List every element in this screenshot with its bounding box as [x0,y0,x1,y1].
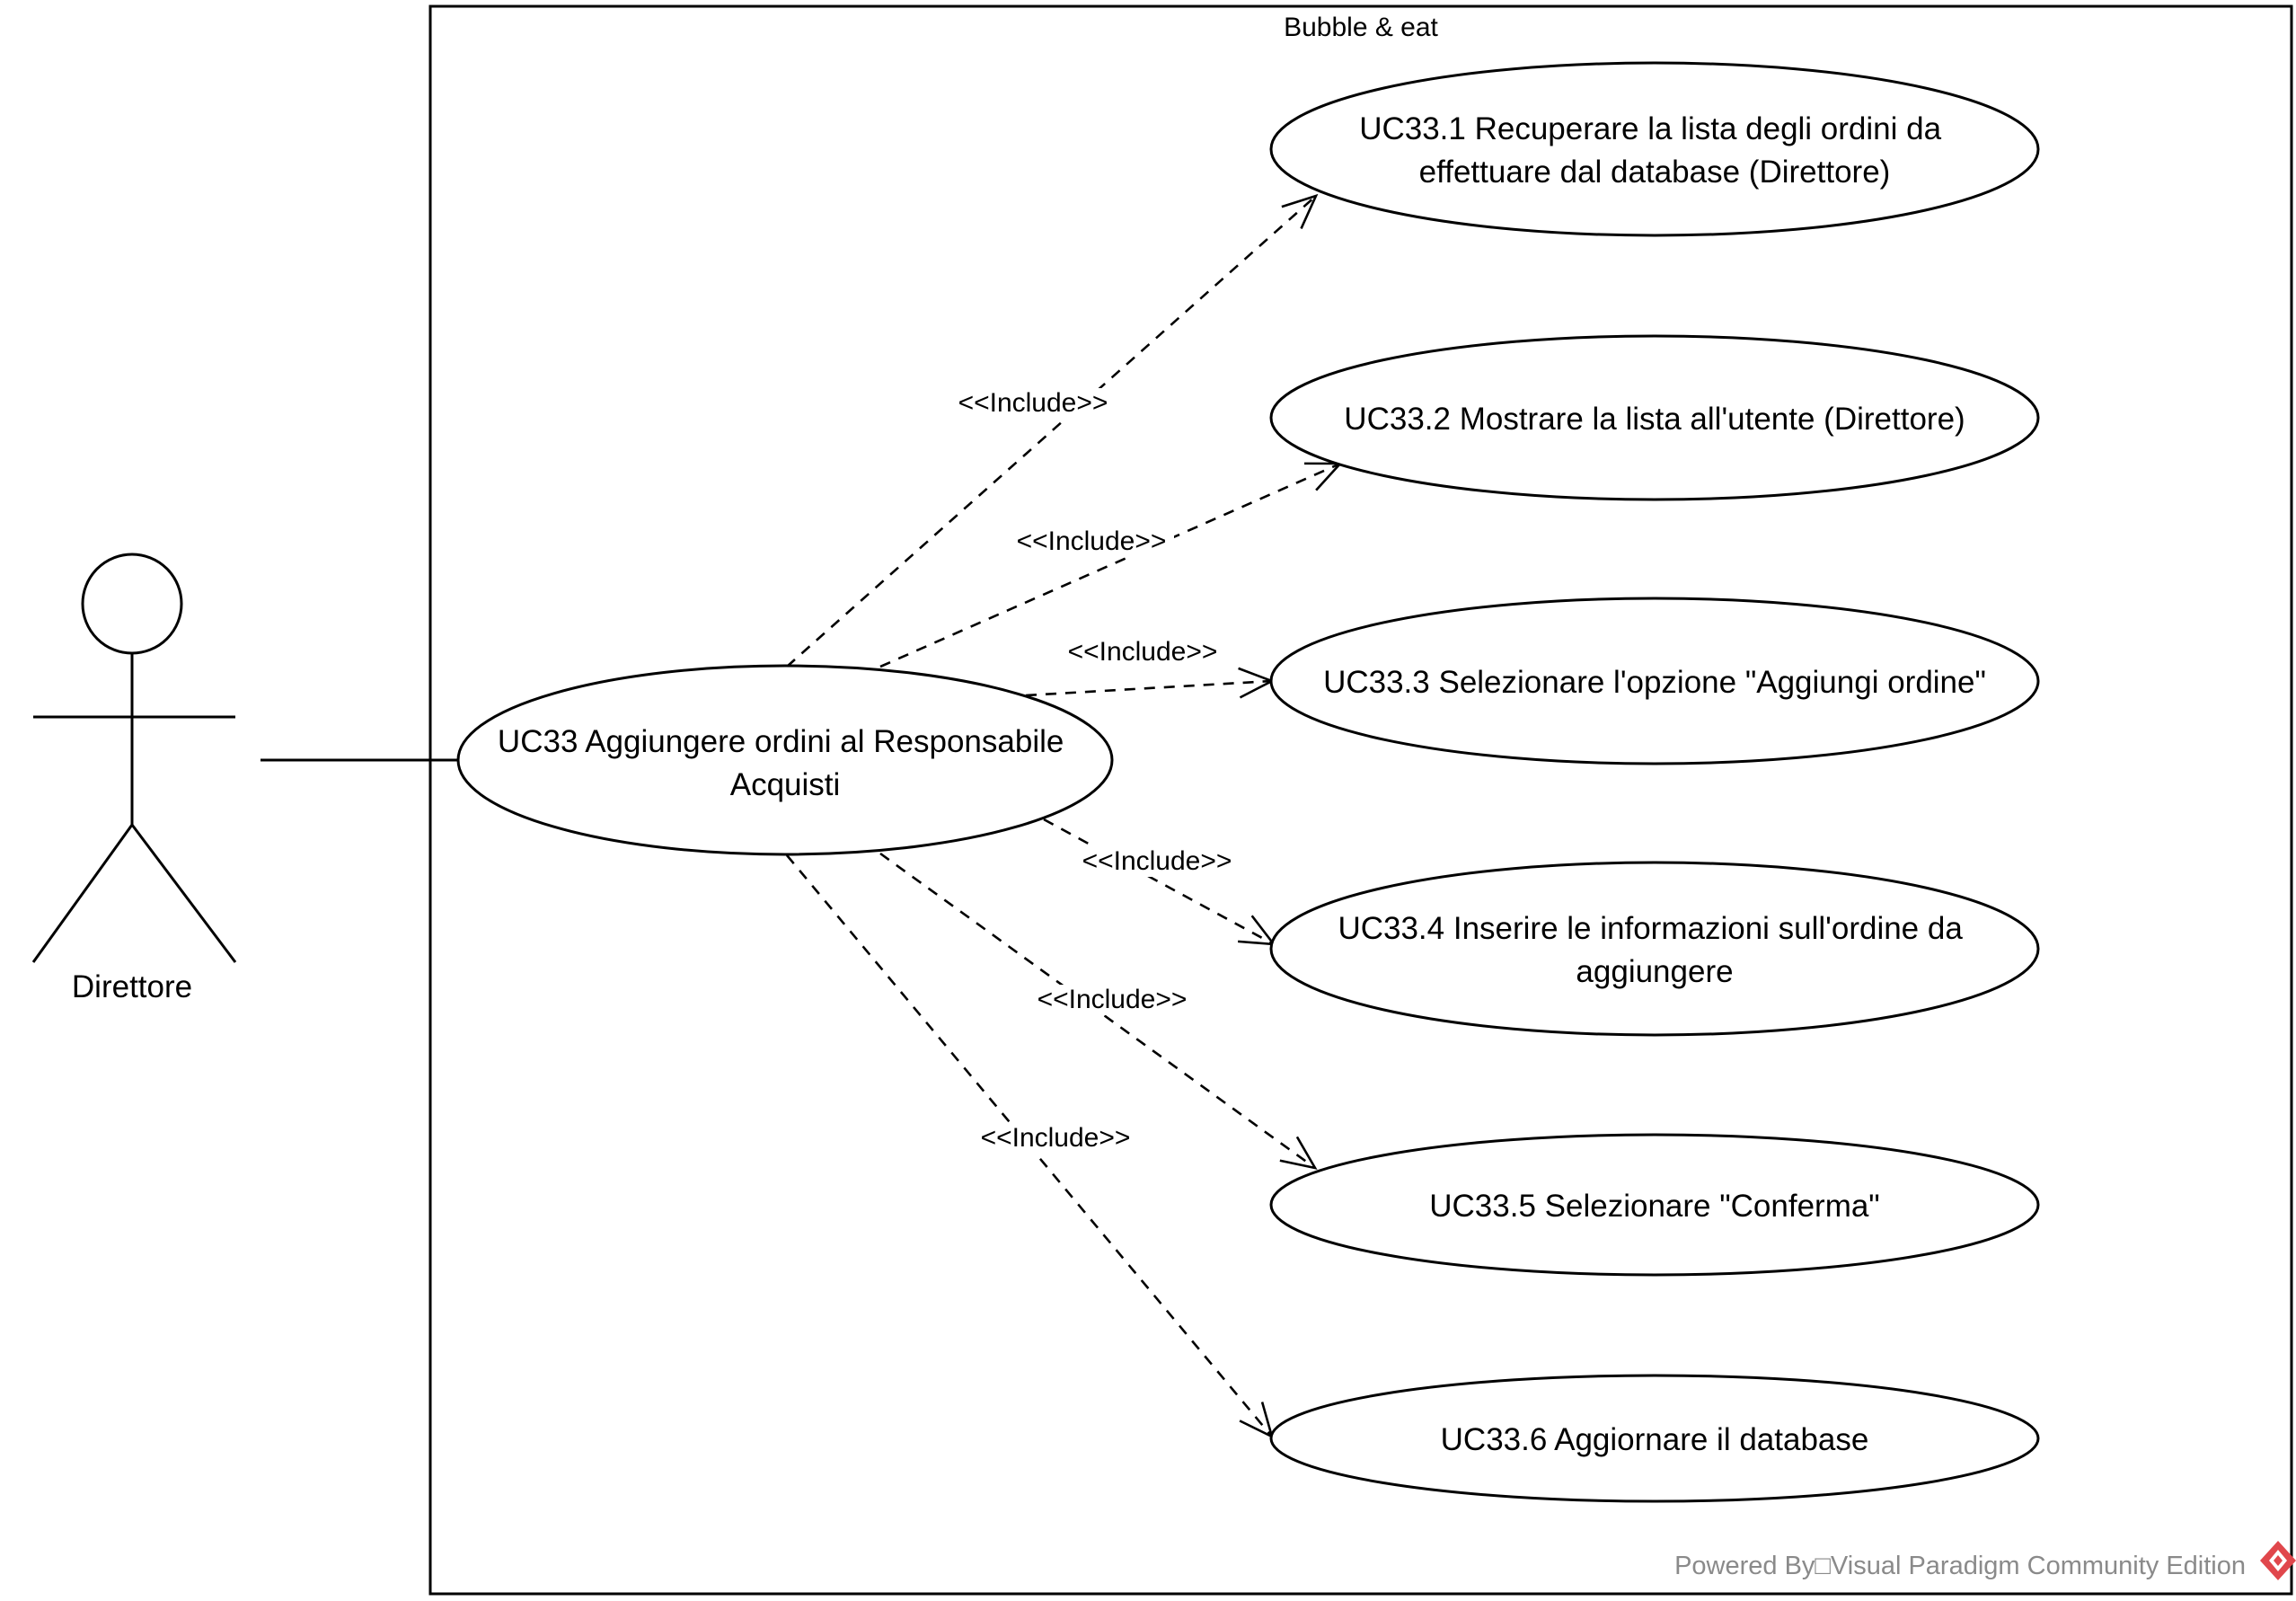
actor-name: Direttore [72,969,192,1004]
use-case-uc33-label: UC33 Aggiungere ordini al Responsabile A… [498,724,1073,802]
include-label-uc33-5: <<Include>> [1038,985,1188,1014]
use-case-uc33-1-line-2: effettuare dal database (Direttore) [1419,155,1891,190]
include-label-bg-uc33-5 [1029,985,1195,1015]
include-arrowhead-uc33-4 [1238,915,1276,946]
system-title: Bubble & eat [1284,13,1438,42]
include-label-uc33-6: <<Include>> [981,1123,1131,1153]
use-case-uc33-1-label: UC33.1 Recuperare la lista degli ordini … [1359,111,1950,190]
include-arrowhead-uc33-5 [1279,1136,1318,1170]
include-line-uc33-1 [786,195,1317,668]
use-case-uc33-6-line-1: UC33.6 Aggiornare il database [1441,1422,1869,1457]
use-case-uc33-1-line-1: UC33.1 Recuperare la lista degli ordini … [1359,111,1941,146]
use-case-uc33-1-shape [1269,61,2040,237]
use-case-uc33-5-shape [1269,1133,2040,1277]
include-arrowhead-uc33-1 [1281,193,1319,229]
include-arrowhead-uc33-6 [1239,1402,1275,1439]
include-label-bg-uc33-4 [1074,846,1240,877]
use-case-uc33-line-1: UC33 Aggiungere ordini al Responsabile [498,724,1064,759]
use-case-uc33-3-line-1: UC33.3 Selezionare l'opzione "Aggiungi o… [1323,665,1986,700]
include-relations: <<Include>> <<Include>> <<Include>> <<Inclu… [786,193,1343,1439]
use-case-uc33-5[interactable]: UC33.5 Selezionare "Conferma" [1269,1133,2040,1277]
use-case-uc33-5-line-1: UC33.5 Selezionare "Conferma" [1429,1189,1879,1224]
use-case-uc33-3-shape [1269,597,2040,765]
include-line-uc33-5 [879,852,1316,1170]
include-label-bg-uc33-3 [1060,637,1225,668]
use-case-uc33-3-label: UC33.3 Selezionare l'opzione "Aggiungi o… [1323,665,1986,700]
use-case-uc33-2-shape [1269,334,2040,501]
use-case-uc33-2-line-1: UC33.2 Mostrare la lista all'utente (Dir… [1344,402,1965,437]
use-case-uc33-6-shape [1269,1374,2040,1503]
include-label-uc33-2: <<Include>> [1017,526,1167,556]
use-case-uc33-1[interactable]: UC33.1 Recuperare la lista degli ordini … [1269,61,2040,237]
actor-head [81,553,183,655]
include-label-bg-uc33-1 [950,388,1116,419]
use-case-uc33-6-label: UC33.6 Aggiornare il database [1441,1422,1869,1457]
system-boundary [428,4,2293,1596]
use-case-uc33-line-2: Acquisti [730,767,841,802]
include-label-bg-uc33-6 [973,1123,1138,1154]
use-case-uc33-3[interactable]: UC33.3 Selezionare l'opzione "Aggiungi o… [1269,597,2040,765]
use-case-uc33-6[interactable]: UC33.6 Aggiornare il database [1269,1374,2040,1503]
use-case-uc33-2-label: UC33.2 Mostrare la lista all'utente (Dir… [1344,402,1965,437]
include-label-uc33-3: <<Include>> [1068,637,1218,667]
footer-powered-by: Powered By□Visual Paradigm Community Edi… [1674,1552,2246,1580]
use-case-uc33-5-label: UC33.5 Selezionare "Conferma" [1429,1189,1879,1224]
include-label-uc33-4: <<Include>> [1082,846,1232,876]
include-line-uc33-3 [1025,679,1273,697]
use-case-uc33-4[interactable]: UC33.4 Inserire le informazioni sull'ord… [1269,861,2040,1037]
include-label-uc33-1: <<Include>> [958,388,1108,418]
actor-right-leg [130,824,237,963]
include-arrowhead-uc33-2 [1303,462,1343,491]
include-line-uc33-2 [879,462,1341,668]
use-case-uc33-4-line-1: UC33.4 Inserire le informazioni sull'ord… [1338,911,1963,946]
visual-paradigm-logo-icon [2260,1541,2296,1580]
actor-direttore[interactable]: Direttore [31,553,237,1004]
use-case-uc33-2[interactable]: UC33.2 Mostrare la lista all'utente (Dir… [1269,334,2040,501]
use-case-uc33-shape [456,664,1114,856]
use-case-uc33-4-shape [1269,861,2040,1037]
use-case-uc33-4-line-2: aggiungere [1576,954,1733,989]
use-case-uc33-4-label: UC33.4 Inserire le informazioni sull'ord… [1338,911,1971,989]
include-line-uc33-4 [1043,818,1275,946]
actor-left-leg [31,824,134,963]
include-label-bg-uc33-2 [1009,526,1174,557]
use-case-uc33[interactable]: UC33 Aggiungere ordini al Responsabile A… [456,664,1114,856]
